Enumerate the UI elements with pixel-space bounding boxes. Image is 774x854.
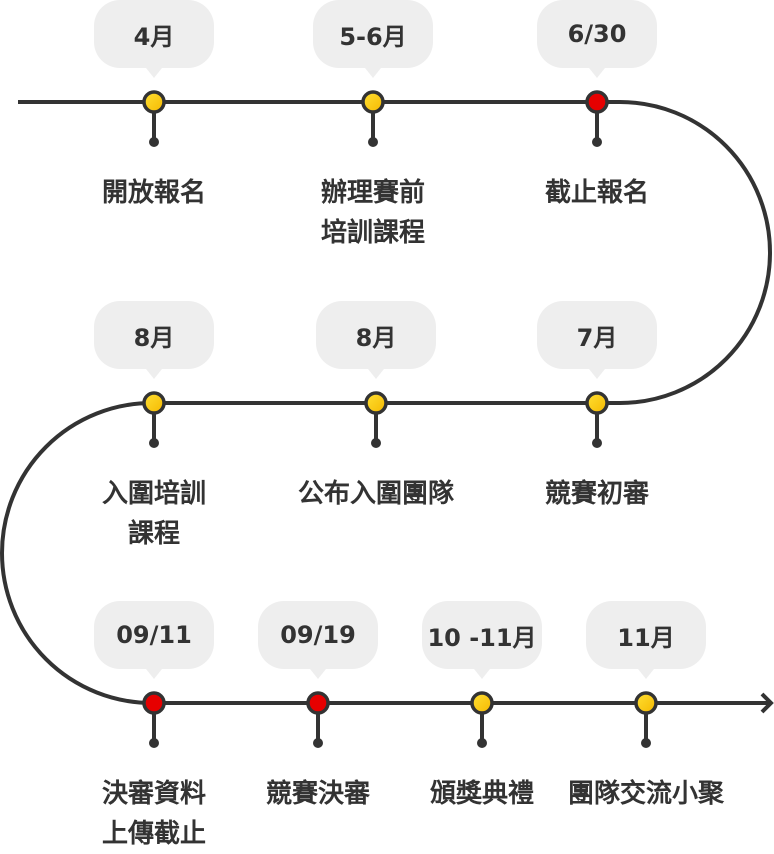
left-curve: [0, 401, 153, 705]
milestone-date-bubble: 8月: [316, 301, 436, 379]
milestone-stem-dot: [149, 738, 159, 748]
milestone-dot: [585, 391, 609, 415]
milestone-stem-dot: [149, 137, 159, 147]
milestone-date-bubble: 7月: [537, 301, 657, 379]
milestone-stem-dot: [368, 137, 378, 147]
milestone-date-bubble: 09/19: [258, 601, 378, 679]
milestone-label: 辦理賽前 培訓課程: [320, 178, 425, 248]
milestone-deadline-dot: [142, 691, 166, 715]
milestone-date-bubble: 8月: [94, 301, 214, 379]
milestone-label: 決審資料 上傳截止: [101, 779, 206, 849]
milestone-date-bubble: 09/11: [94, 601, 214, 679]
milestone-stem-dot: [592, 137, 602, 147]
right-curve: [619, 100, 772, 405]
milestone-stem-dot: [641, 738, 651, 748]
milestone-label: 競賽決審: [265, 779, 370, 809]
milestone-date-bubble: 5-6月: [313, 0, 433, 78]
milestone-label: 入圍培訓 課程: [101, 479, 206, 549]
milestone-label: 公布入圍團隊: [297, 479, 454, 509]
milestone-label: 開放報名: [101, 178, 206, 208]
milestone-dot: [364, 391, 388, 415]
milestone-date-bubble: 6/30: [537, 0, 657, 78]
milestone-deadline-dot: [306, 691, 330, 715]
milestone-label: 截止報名: [544, 178, 649, 208]
milestone-stem-dot: [592, 438, 602, 448]
milestone-stem-dot: [149, 438, 159, 448]
milestone-dot: [634, 691, 658, 715]
milestone-date-bubble: 11月: [586, 601, 706, 679]
milestone-stem-dot: [313, 738, 323, 748]
milestone-deadline-dot: [585, 90, 609, 114]
milestone-dot: [142, 90, 166, 114]
milestone-label: 競賽初審: [544, 479, 649, 509]
milestone-stem-dot: [371, 438, 381, 448]
milestone-dot: [470, 691, 494, 715]
milestone-label: 團隊交流小聚: [567, 779, 724, 809]
milestone-label: 頒獎典禮: [429, 779, 534, 809]
milestone-dot: [361, 90, 385, 114]
arrow-right-icon: [760, 692, 774, 714]
milestone-dot: [142, 391, 166, 415]
milestone-date-bubble: 4月: [94, 0, 214, 78]
milestone-stem-dot: [477, 738, 487, 748]
milestone-date-bubble: 10 -11月: [422, 601, 542, 679]
